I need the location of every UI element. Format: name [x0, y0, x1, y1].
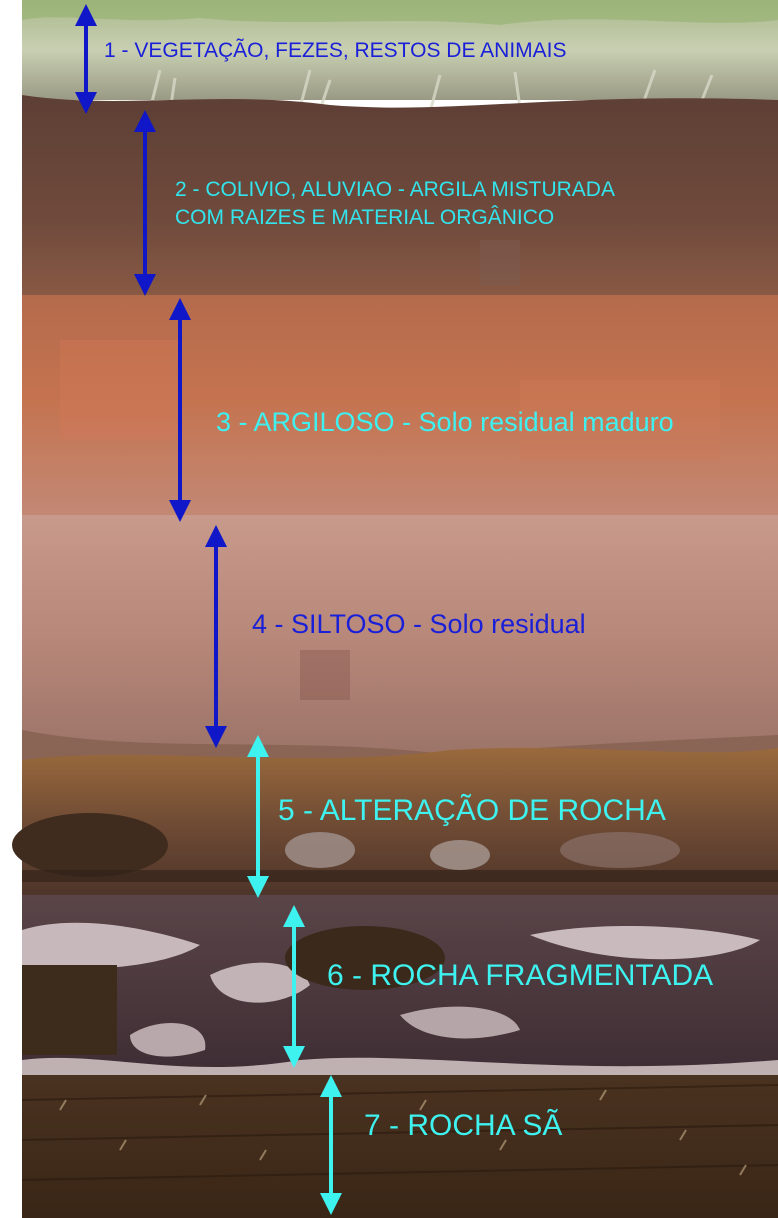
layer-3-arrow [169, 298, 191, 522]
layer-6-arrow [283, 905, 305, 1068]
layer-7-arrow [320, 1075, 342, 1215]
layer-3-label: 3 - ARGILOSO - Solo residual maduro [216, 402, 686, 442]
layer-6-label: 6 - ROCHA FRAGMENTADA [327, 960, 713, 992]
layer-5-arrow [247, 735, 269, 898]
layer-1-arrow [75, 4, 97, 114]
layer-2-arrow [134, 110, 156, 296]
layer-4-label: 4 - SILTOSO - Solo residual [252, 610, 586, 639]
layer-5-label: 5 - ALTERAÇÃO DE ROCHA [278, 795, 666, 827]
layer-7-label: 7 - ROCHA SÃ [364, 1110, 562, 1142]
layer-2-label: 2 - COLIVIO, ALUVIAO - ARGILA MISTURADA … [175, 176, 665, 232]
layer-1-label: 1 - VEGETAÇÃO, FEZES, RESTOS DE ANIMAIS [104, 40, 567, 63]
layer-4-arrow [205, 525, 227, 748]
